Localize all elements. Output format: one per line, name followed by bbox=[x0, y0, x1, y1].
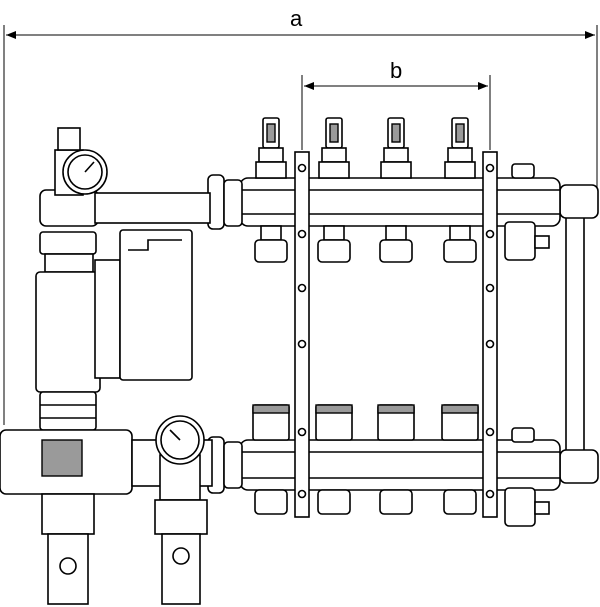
flow-meter bbox=[255, 117, 287, 179]
dimension-b: b bbox=[301, 58, 491, 150]
bolt-icon bbox=[485, 229, 495, 239]
outlet-fitting bbox=[377, 225, 415, 515]
bolt-icon bbox=[297, 489, 307, 499]
mounting-brackets bbox=[294, 151, 498, 518]
bolt-icon bbox=[297, 163, 307, 173]
pump-group bbox=[35, 127, 211, 431]
bolt-icon bbox=[485, 427, 495, 437]
flow-meter bbox=[318, 117, 350, 179]
outlet-fitting bbox=[315, 225, 353, 515]
dimension-b-label: b bbox=[390, 58, 402, 83]
outlet-fitting bbox=[441, 225, 479, 515]
bolt-icon bbox=[297, 283, 307, 293]
bolt-icon bbox=[297, 339, 307, 349]
bolt-icon bbox=[485, 163, 495, 173]
bolt-icon bbox=[485, 489, 495, 499]
dimension-a: a bbox=[3, 6, 598, 425]
return-valves bbox=[252, 225, 479, 515]
flow-meters bbox=[255, 117, 476, 179]
bolt-icon bbox=[485, 339, 495, 349]
supply-manifold bbox=[207, 163, 561, 261]
bolt-icon bbox=[485, 283, 495, 293]
bypass-pipe bbox=[559, 184, 599, 484]
outlet-fitting bbox=[252, 225, 290, 515]
flow-meter bbox=[380, 117, 412, 179]
mixing-valve bbox=[0, 415, 213, 501]
bolt-icon bbox=[297, 229, 307, 239]
dimension-a-label: a bbox=[290, 6, 303, 31]
flow-meter bbox=[444, 117, 476, 179]
pump-motor bbox=[119, 229, 193, 381]
bolt-icon bbox=[297, 427, 307, 437]
ball-valves bbox=[41, 493, 208, 605]
